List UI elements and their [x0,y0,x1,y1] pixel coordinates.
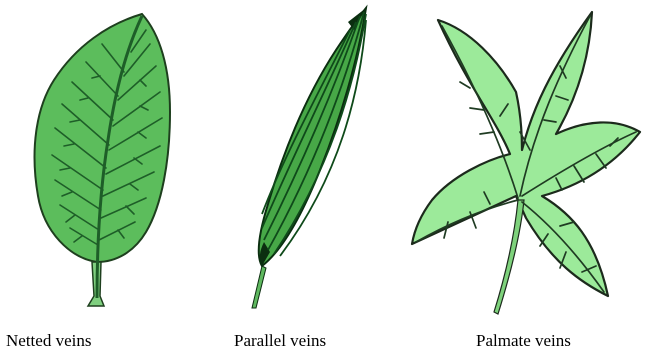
parallel-leaf-stalk [252,266,266,308]
parallel-leaf [252,8,366,308]
palmate-leaf-blade [412,12,640,296]
netted-leaf [35,14,170,306]
netted-leaf-blade [35,14,170,262]
palmate-leaf [412,12,640,314]
caption-parallel-veins: Parallel veins [234,331,326,351]
caption-netted-veins: Netted veins [6,331,91,351]
palmate-leaf-stalk [494,200,524,314]
caption-palmate-veins: Palmate veins [476,331,571,351]
